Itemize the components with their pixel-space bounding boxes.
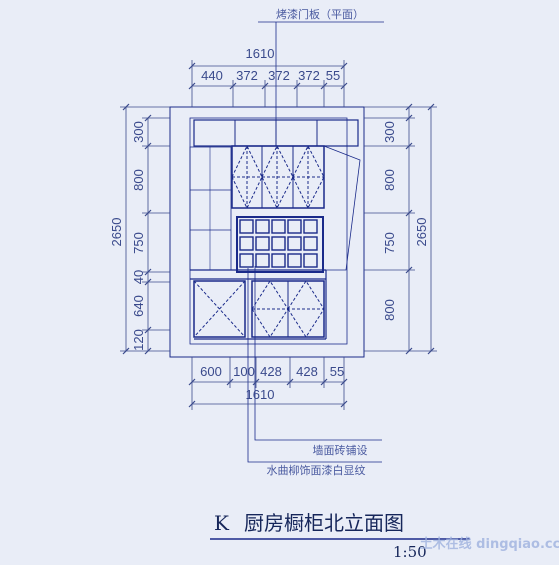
left-shelf <box>189 146 232 271</box>
drawing-scale: 1:50 <box>393 543 427 561</box>
drawing-title: 厨房橱柜北立面图 <box>244 511 404 535</box>
dim-left-1: 300 <box>131 121 146 143</box>
dim-bottom-2: 100 <box>233 364 255 379</box>
room-outline <box>169 106 365 358</box>
dim-bottom-3: 428 <box>260 364 282 379</box>
dim-bottom-5: 55 <box>330 364 344 379</box>
dim-left-6: 120 <box>131 329 146 351</box>
dim-top-overall: 1610 <box>246 46 275 61</box>
dim-bottom-overall: 1610 <box>246 387 275 402</box>
dim-right-4: 800 <box>382 299 397 321</box>
dim-bottom-1: 600 <box>200 364 222 379</box>
dim-top-1: 440 <box>201 68 223 83</box>
annotation-bottom-2: 水曲柳饰面漆白显纹 <box>267 463 366 477</box>
dim-left-5: 640 <box>131 295 146 317</box>
dim-right-overall: 2650 <box>414 218 429 247</box>
dim-top-4: 372 <box>298 68 320 83</box>
dim-left-3: 750 <box>131 232 146 254</box>
lower-cabinet-left <box>193 280 246 338</box>
dim-left-overall: 2650 <box>109 218 124 247</box>
dim-right-1: 300 <box>382 121 397 143</box>
watermark: 土木在线 dingqiao.cc <box>420 536 559 552</box>
dim-left-2: 800 <box>131 169 146 191</box>
dim-bottom-4: 428 <box>296 364 318 379</box>
dim-left-4: 40 <box>131 270 146 284</box>
dim-right-2: 800 <box>382 169 397 191</box>
annotation-bottom-1: 墙面砖铺设 <box>313 443 368 457</box>
dim-top-2: 372 <box>236 68 258 83</box>
annotation-top: 烤漆门板（平面） <box>276 7 364 21</box>
dim-right-3: 750 <box>382 232 397 254</box>
glass-grid-cabinet <box>236 216 324 273</box>
dim-top-5: 55 <box>326 68 340 83</box>
title-letter: K <box>214 511 230 535</box>
dim-top-3: 372 <box>268 68 290 83</box>
